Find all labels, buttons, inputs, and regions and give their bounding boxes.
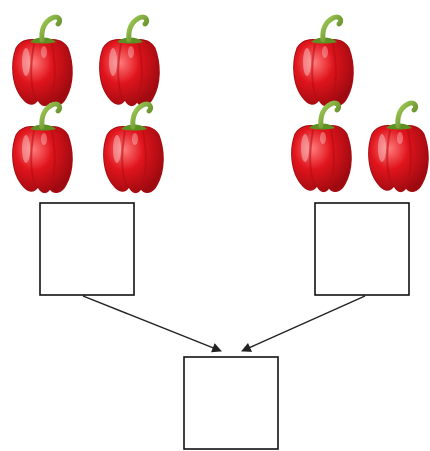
total-box[interactable] bbox=[183, 356, 279, 450]
left-to-total-arrow bbox=[82, 295, 222, 353]
red-bell-pepper-icon bbox=[100, 17, 160, 106]
red-bell-pepper-icon bbox=[104, 104, 164, 193]
red-bell-pepper-icon bbox=[13, 104, 73, 193]
right-count-box[interactable] bbox=[314, 202, 410, 296]
left-count-box[interactable] bbox=[39, 202, 135, 296]
red-bell-pepper-icon bbox=[13, 17, 73, 106]
red-bell-pepper-icon bbox=[369, 103, 429, 192]
right-pepper-group bbox=[292, 17, 429, 192]
red-bell-pepper-icon bbox=[294, 17, 354, 106]
red-bell-pepper-icon bbox=[292, 103, 352, 192]
left-pepper-group bbox=[13, 17, 164, 193]
right-to-total-arrow bbox=[241, 295, 366, 352]
